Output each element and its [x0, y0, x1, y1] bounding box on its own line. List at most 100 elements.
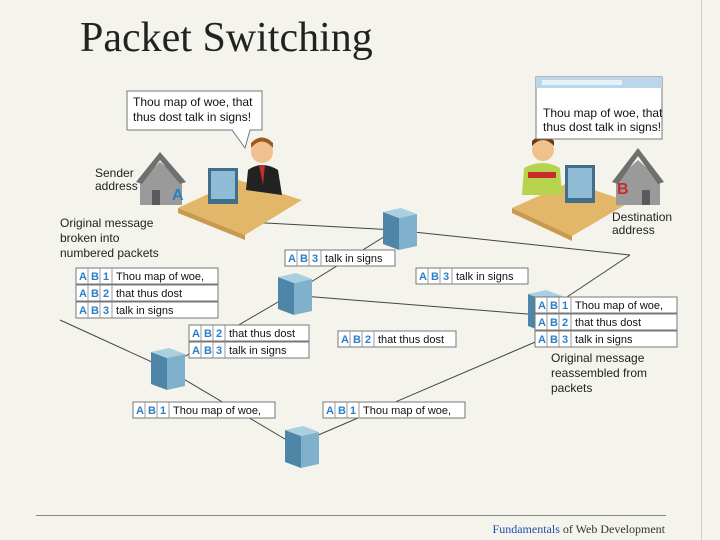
destination-browser-window: Thou map of woe, that thus dost talk in … — [535, 76, 663, 140]
packet-payload: talk in signs — [116, 305, 174, 317]
packet-number: 1 — [103, 271, 109, 283]
right-caption-line: Original message — [551, 351, 645, 365]
packet-destination: B — [550, 317, 558, 329]
packet-payload: Thou map of woe, — [363, 405, 451, 417]
destination-person — [532, 139, 554, 161]
packet-number: 3 — [103, 305, 109, 317]
packet-payload: talk in signs — [325, 253, 383, 265]
router — [285, 426, 319, 468]
packet-destination: B — [300, 253, 308, 265]
packet-number: 3 — [312, 253, 318, 265]
sender-house-icon: A — [136, 152, 186, 205]
packet-number: 2 — [103, 288, 109, 300]
destination-bubble-line: Thou map of woe, that — [543, 106, 663, 120]
packet-source: A — [79, 288, 87, 300]
packet-number: 2 — [216, 328, 222, 340]
destination-house-letter: B — [617, 181, 629, 198]
router — [151, 348, 185, 390]
sender-bubble-line: Thou map of woe, that — [133, 95, 253, 109]
packet-payload: Thou map of woe, — [116, 271, 204, 283]
link — [394, 229, 631, 256]
packet-number: 1 — [160, 405, 166, 417]
footer-rest: of Web Development — [559, 522, 665, 536]
packet-source: A — [79, 271, 87, 283]
packet-box — [337, 330, 457, 348]
destination-label-line: address — [612, 223, 655, 237]
packet-payload: that thus dost — [575, 317, 641, 329]
sender-label-line: Sender — [95, 166, 134, 180]
right-caption-line: packets — [551, 381, 592, 395]
packet-destination: B — [204, 345, 212, 357]
packet-payload: that thus dost — [229, 328, 295, 340]
link — [294, 339, 541, 446]
packet-number: 3 — [216, 345, 222, 357]
footer-divider — [36, 515, 666, 516]
packet-number: 1 — [562, 300, 568, 312]
packet-payload: talk in signs — [575, 334, 633, 346]
packet-source: A — [538, 300, 546, 312]
page-title: Packet Switching — [80, 15, 373, 61]
footer-highlight: Fundamentals — [492, 522, 560, 536]
packet-payload: that thus dost — [378, 334, 444, 346]
packet-source: A — [288, 253, 296, 265]
packet-source: A — [326, 405, 334, 417]
packet-box — [284, 249, 396, 267]
sender-person — [251, 141, 273, 163]
router — [278, 273, 312, 315]
left-caption-line: broken into — [60, 231, 120, 245]
right-caption-line: reassembled from — [551, 366, 647, 380]
link — [59, 319, 166, 369]
packet-source: A — [538, 334, 546, 346]
sender-label-line: address — [95, 179, 138, 193]
packet-source: A — [192, 345, 200, 357]
packet-payload: Thou map of woe, — [575, 300, 663, 312]
link — [289, 294, 541, 316]
packet-source: A — [136, 405, 144, 417]
packet-source: A — [341, 334, 349, 346]
packet-box — [188, 324, 310, 342]
destination-label-line: Destination — [612, 210, 672, 224]
packet-number: 3 — [443, 271, 449, 283]
packet-source: A — [79, 305, 87, 317]
packet-destination: B — [353, 334, 361, 346]
packet-payload: talk in signs — [456, 271, 514, 283]
packet-payload: Thou map of woe, — [173, 405, 261, 417]
packet-destination: B — [550, 334, 558, 346]
packet-destination: B — [91, 271, 99, 283]
destination-house-icon: B — [612, 148, 664, 205]
packet-source: A — [538, 317, 546, 329]
packet-destination: B — [91, 305, 99, 317]
destination-bubble-line: thus dost talk in signs! — [543, 120, 661, 134]
packet-source: A — [192, 328, 200, 340]
left-caption-line: Original message — [60, 216, 154, 230]
packet-box — [415, 267, 529, 285]
packet-payload: talk in signs — [229, 345, 287, 357]
sender-house-letter: A — [172, 187, 184, 204]
sender-speech-bubble: Thou map of woe, that thus dost talk in … — [126, 90, 263, 150]
packet-destination: B — [550, 300, 558, 312]
packet-number: 1 — [350, 405, 356, 417]
router — [383, 208, 417, 250]
packet-destination: B — [338, 405, 346, 417]
packet-number: 3 — [562, 334, 568, 346]
packet-number: 2 — [562, 317, 568, 329]
footer: Fundamentals of Web Development — [493, 522, 665, 537]
sender-desk — [178, 137, 302, 240]
